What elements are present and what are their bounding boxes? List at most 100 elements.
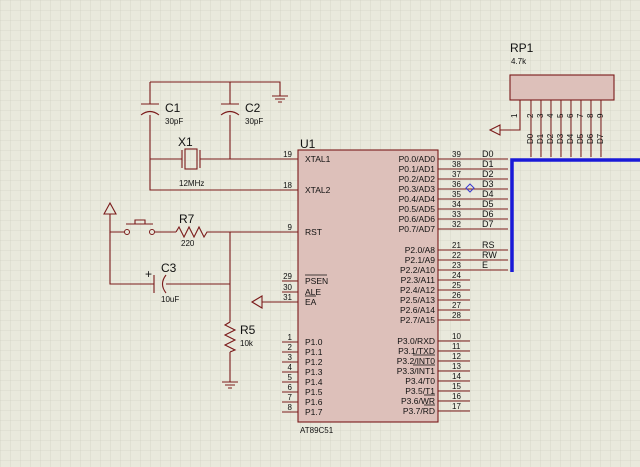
resistor-r5[interactable]: R5 10k xyxy=(223,321,256,353)
pin-name: P0.6/AD6 xyxy=(399,214,436,224)
rp1-pin-8[interactable]: 8D6 xyxy=(586,100,595,157)
c3-value: 10uF xyxy=(161,295,179,304)
pin-number: 37 xyxy=(452,170,461,179)
pin-number: 13 xyxy=(452,362,461,371)
net-label-d7: D7 xyxy=(482,219,494,229)
pin-name: P2.3/A11 xyxy=(401,275,436,285)
u1-pin-13[interactable]: 13 P3.3/INT1 xyxy=(397,362,470,376)
c2-value: 30pF xyxy=(245,117,263,126)
crystal-x1[interactable]: X1 12MHz xyxy=(176,135,206,188)
pin-name: P1.2 xyxy=(305,357,323,367)
net-label-d6: D6 xyxy=(482,209,494,219)
rp1-net-label: D7 xyxy=(596,133,605,144)
rp1-pin-6[interactable]: 6D4 xyxy=(566,100,575,157)
rp1-net-label: D4 xyxy=(566,133,575,144)
pin-name: XTAL2 xyxy=(305,185,331,195)
pin-name: P1.3 xyxy=(305,367,323,377)
capacitor-c1[interactable]: C1 30pF xyxy=(140,101,183,126)
u1-part: AT89C51 xyxy=(300,426,334,435)
pin-name: P2.7/A15 xyxy=(400,315,435,325)
pin-number: 18 xyxy=(283,181,292,190)
rp1-net-label: D2 xyxy=(546,133,555,144)
rp1-pin-4[interactable]: 4D2 xyxy=(546,100,555,157)
rp1-net-label: D6 xyxy=(586,133,595,144)
r5-value: 10k xyxy=(240,339,254,348)
rp1-pin-9[interactable]: 9D7 xyxy=(596,100,605,157)
pin-number: 4 xyxy=(288,363,293,372)
r5-ref: R5 xyxy=(240,323,256,337)
u1-pin-18[interactable]: 18 XTAL2 xyxy=(282,181,331,195)
pin-name: P0.3/AD3 xyxy=(399,184,436,194)
net-label-d1: D1 xyxy=(482,159,494,169)
resistor-r7[interactable]: R7 220 xyxy=(175,212,210,248)
rp1-pin-3[interactable]: 3D1 xyxy=(536,100,545,157)
net-label-d2: D2 xyxy=(482,169,494,179)
pin-name: P2.5/A13 xyxy=(400,295,435,305)
pin-name: P3.3/INT1 xyxy=(397,366,436,376)
net-label-d0: D0 xyxy=(482,149,494,159)
pin-name: P2.6/A14 xyxy=(400,305,435,315)
net-label-d4: D4 xyxy=(482,189,494,199)
net-label-rw: RW xyxy=(482,250,497,260)
pin-number: 29 xyxy=(283,272,292,281)
pin-number: 16 xyxy=(452,392,461,401)
pin-name: EA xyxy=(305,297,317,307)
pin-name: P0.0/AD0 xyxy=(399,154,436,164)
rp1-pin-7[interactable]: 7D5 xyxy=(576,100,585,157)
u1-pin-4[interactable]: 4 P1.3 xyxy=(282,363,323,377)
pin-name: P2.2/A10 xyxy=(400,265,435,275)
pin-number: 34 xyxy=(452,200,461,209)
capacitor-c2[interactable]: C2 30pF xyxy=(220,101,263,126)
rp1-pin-2[interactable]: 2D0 xyxy=(526,100,535,157)
pin-number: 36 xyxy=(452,180,461,189)
pin-name: P3.7/RD xyxy=(403,406,435,416)
capacitor-c3[interactable]: C3 + 10uF xyxy=(145,261,179,304)
pin-name: P1.0 xyxy=(305,337,323,347)
pin-number: 3 xyxy=(536,113,545,118)
pin-number: 9 xyxy=(596,113,605,118)
pushbutton-switch[interactable] xyxy=(124,219,155,235)
pin-number: 7 xyxy=(288,393,293,402)
net-label-e: E xyxy=(482,260,488,270)
pin-number: 2 xyxy=(526,113,535,118)
pin-name: P1.7 xyxy=(305,407,323,417)
rp1-pin-5[interactable]: 5D3 xyxy=(556,100,565,157)
